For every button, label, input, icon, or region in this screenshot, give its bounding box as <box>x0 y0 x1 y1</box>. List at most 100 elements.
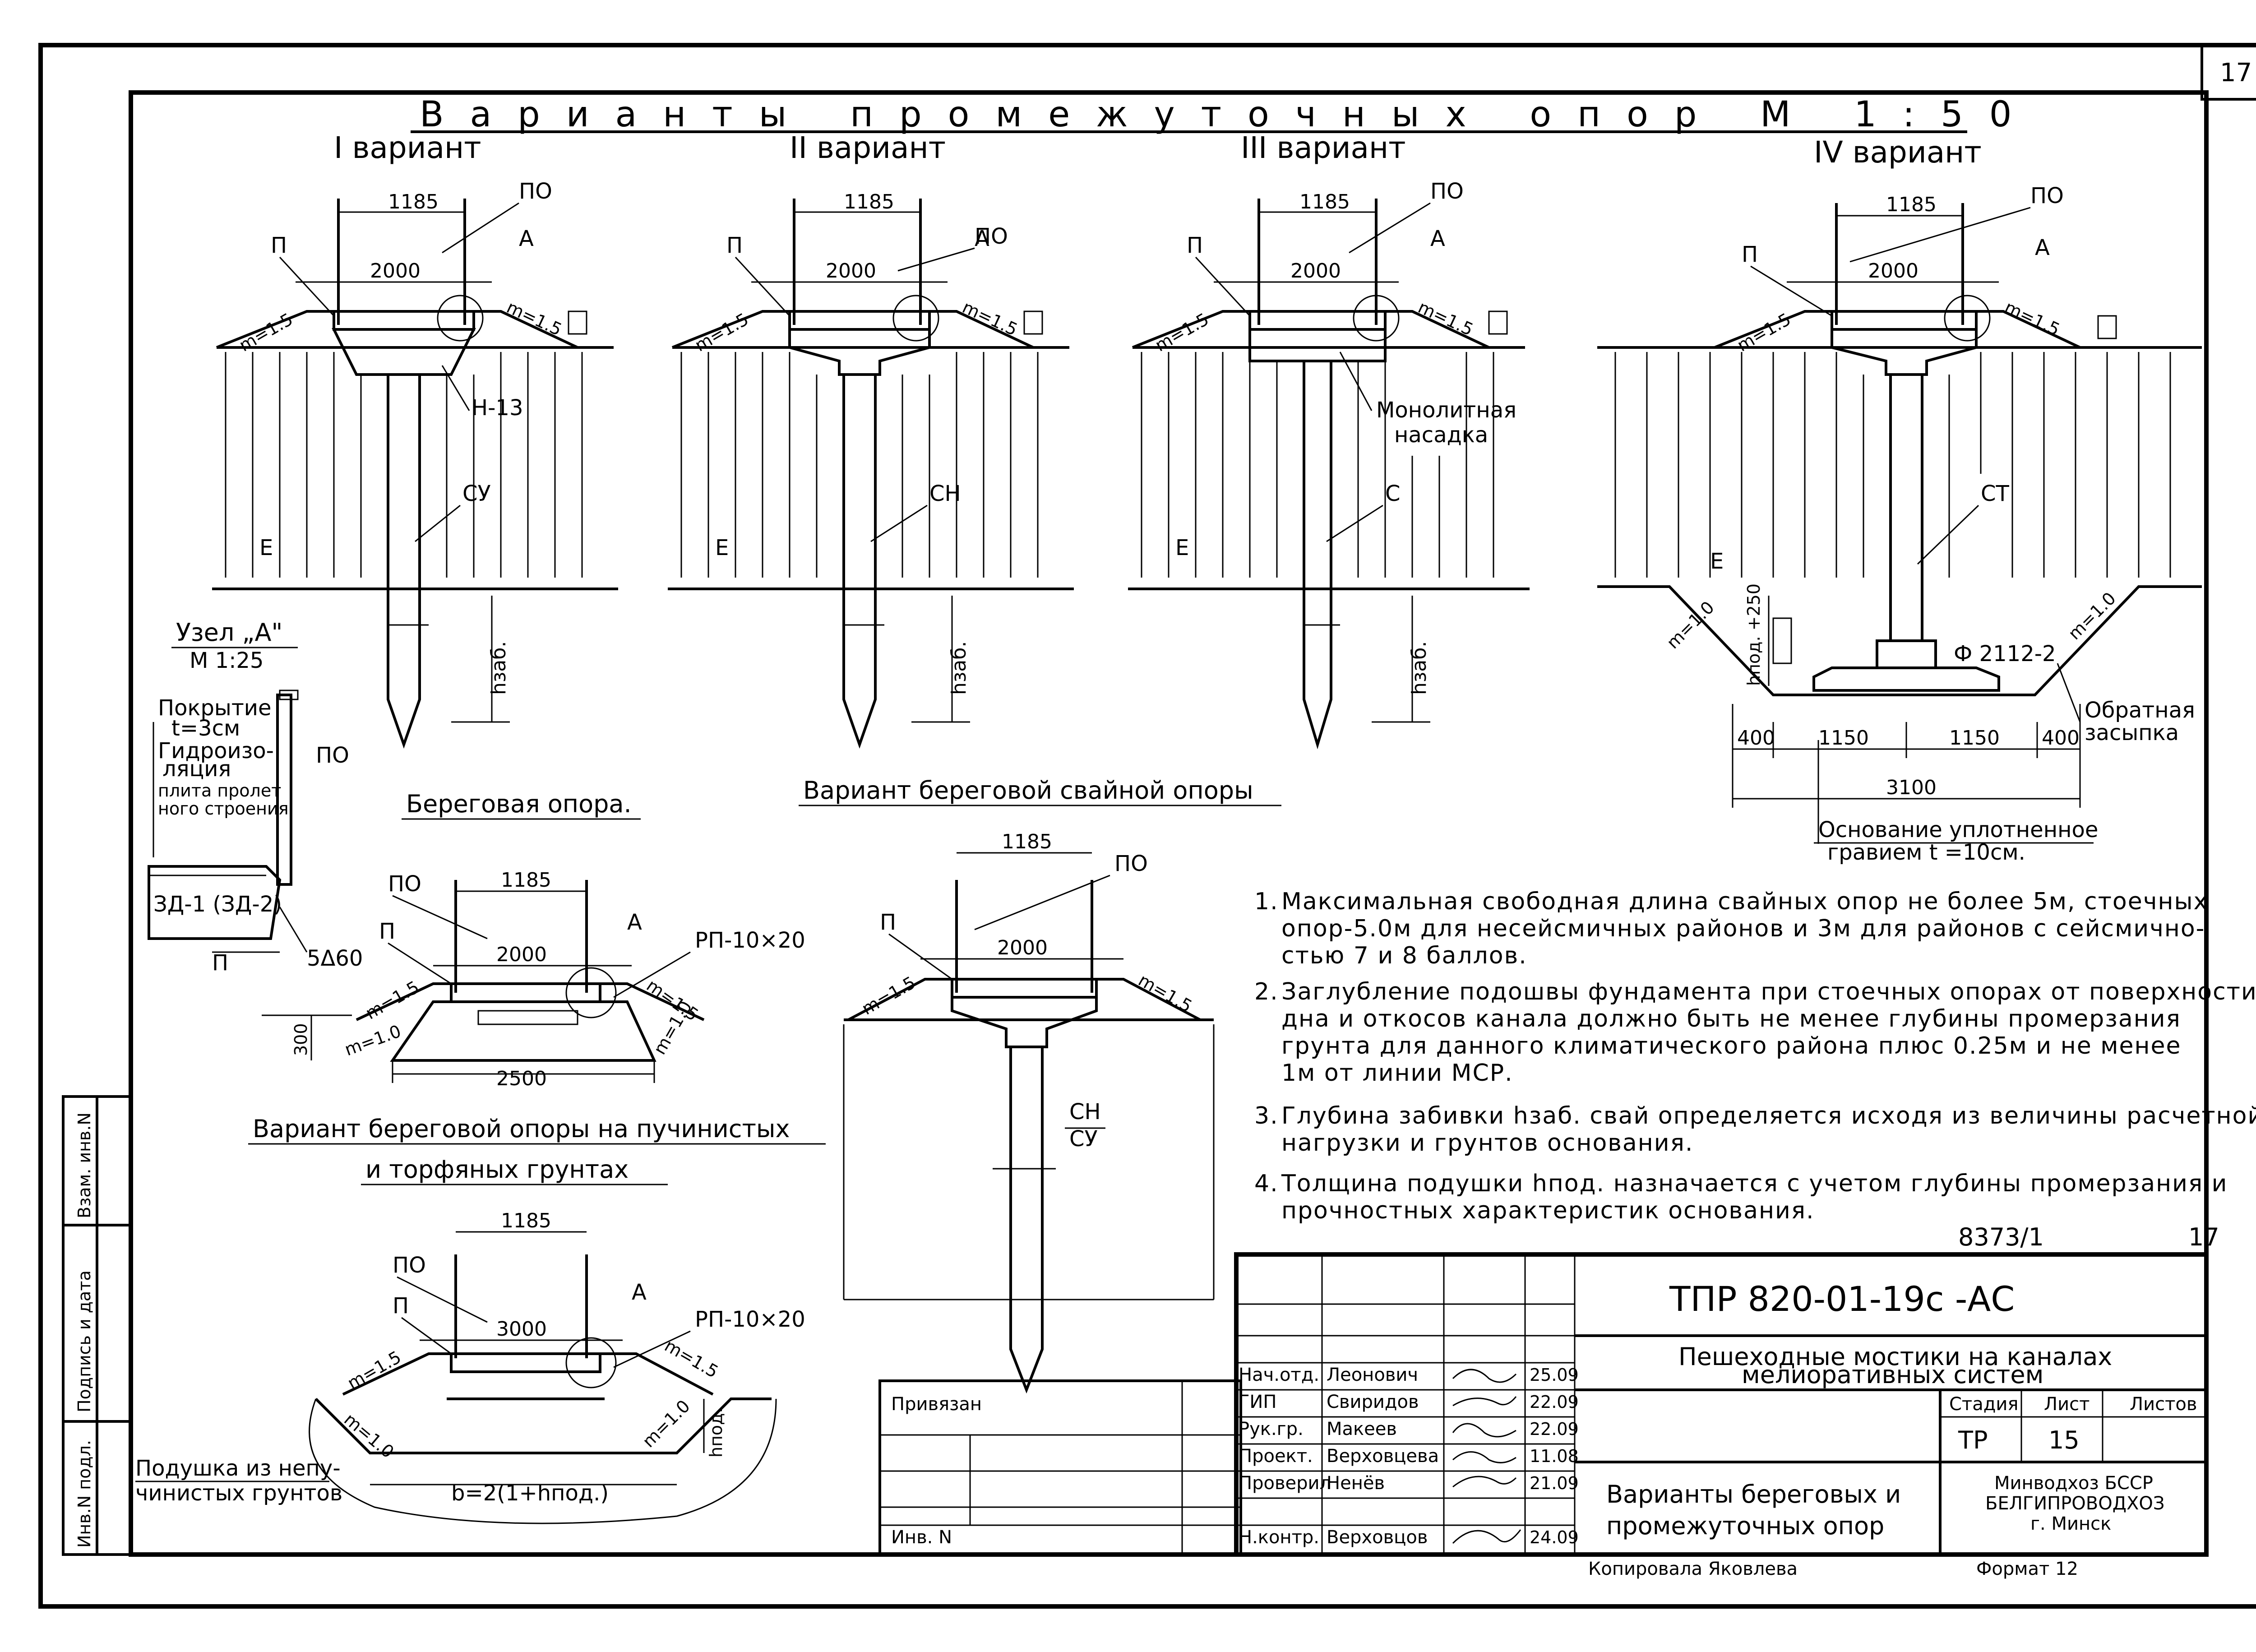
note-2-num: 2. <box>1254 978 1279 1005</box>
variant-1-dim-width: 2000 <box>370 259 421 282</box>
title-sheet: 15 <box>2048 1426 2080 1454</box>
staff-date-3: 22.09 <box>1530 1419 1579 1439</box>
variant-2-slope-right: m=1.5 <box>959 297 1021 340</box>
shore-heave-pad-height: hпод. <box>706 1407 726 1458</box>
variant-2-label-po: ПО <box>975 224 1008 249</box>
variant-1-label-a: А <box>519 226 534 251</box>
variant-4-foundation-label: Ф 2112-2 <box>1954 641 2056 666</box>
title-drawing-1: Варианты береговых и <box>1606 1480 1901 1509</box>
variant-1-cap-label: Н-13 <box>472 395 523 421</box>
sheet-number-box <box>2201 44 2256 101</box>
variant-1-label-p: П <box>271 233 287 258</box>
variant-3-pile-label: С <box>1385 481 1401 506</box>
title-header-sheets: Листов <box>2130 1394 2197 1415</box>
variant-4-backfill-2: засыпка <box>2085 720 2179 745</box>
variant-3: III вариант 1185 ПО П А 2000 m=1.5 m=1.5… <box>1128 130 1530 750</box>
variant-4-ground: Е <box>1710 549 1724 574</box>
variant-3-slope-right: m=1.5 <box>1415 297 1476 340</box>
shore-heave-label-a: А <box>632 1280 647 1305</box>
note-1-line-2: опор-5.0м для несейсмичных районов и 3м … <box>1281 915 2205 942</box>
shore-pile-2: СУ <box>1069 1126 1098 1152</box>
node-a-line-4: ляция <box>162 756 231 782</box>
variant-4-dim-3: 1150 <box>1949 727 2000 750</box>
variant-3-cap-label-2: насадка <box>1394 422 1488 448</box>
signature-2 <box>1452 1396 1517 1407</box>
variant-4-label-p: П <box>1742 242 1758 267</box>
staff-name-2: Свиридов <box>1327 1392 1419 1412</box>
variant-3-depth: hзаб. <box>1408 641 1431 695</box>
shore-title: Береговая опора. <box>406 790 632 818</box>
shore-pile-label-p: П <box>880 910 896 935</box>
bind-label: Привязан <box>891 1394 982 1415</box>
variant-4-dim-2: 1150 <box>1818 727 1869 750</box>
side-stamp-sign: Подпись и дата <box>74 1270 94 1412</box>
shore-heave-pad-label-2: чинистых грунтов <box>135 1481 342 1506</box>
variant-4-label-po: ПО <box>2030 183 2064 208</box>
signature-1 <box>1452 1369 1517 1383</box>
title-stage: ТР <box>1958 1426 1988 1454</box>
side-stamp-inv: Инв.N подл. <box>74 1440 94 1548</box>
variant-2-label-p: П <box>726 233 743 258</box>
shore-label-po: ПО <box>388 871 421 897</box>
title-project-1: Пешеходные мостики на каналах <box>1678 1342 2112 1371</box>
variant-4-label: IV вариант <box>1814 135 1982 170</box>
title-org-2: БЕЛГИПРОВОДХОЗ <box>1985 1493 2165 1514</box>
staff-name-6: Верховцов <box>1327 1527 1428 1548</box>
staff-date-2: 22.09 <box>1530 1392 1579 1412</box>
note-2-line-1: Заглубление подошвы фундамента при стоеч… <box>1281 978 2256 1005</box>
shore-heave-title-1: Вариант береговой опоры на пучинистых <box>253 1115 790 1143</box>
staff-role-2: ГИП <box>1239 1392 1276 1412</box>
note-1-num: 1. <box>1254 888 1279 915</box>
node-a-line-2: t=3см <box>171 716 240 741</box>
variant-1-slope-right: m=1.5 <box>504 297 565 340</box>
staff-name-3: Макеев <box>1327 1419 1397 1439</box>
side-stamp: Инв.N подл. Подпись и дата Взам. инв.N <box>62 1095 132 1556</box>
node-a-line-1: Покрытие <box>158 695 272 721</box>
title-block: ТПР 820-01-19с -АС Пешеходные мостики на… <box>1234 1252 2209 1557</box>
variant-4-backfill-1: Обратная <box>2085 698 2195 723</box>
title-project-2: мелиоративных систем <box>1742 1360 2043 1389</box>
signature-4 <box>1452 1451 1516 1463</box>
title-org-3: г. Минск <box>2030 1513 2111 1534</box>
variant-1: I вариант 1185 ПО П А 2000 m=1.5 m=1.5 Н… <box>212 130 618 749</box>
staff-date-5: 21.09 <box>1530 1473 1579 1493</box>
variant-4-dim-width: 2000 <box>1868 259 1919 282</box>
copied-by: Копировала Яковлева <box>1588 1559 1798 1579</box>
variant-2-label: II вариант <box>790 130 946 165</box>
staff-role-1: Нач.отд. <box>1239 1365 1319 1385</box>
variant-2-ground: Е <box>715 535 729 560</box>
shore-heave-dim-width: 3000 <box>496 1318 547 1341</box>
variant-3-ground: Е <box>1175 535 1189 560</box>
shore-heave-dim-top: 1185 <box>501 1209 551 1232</box>
shore-slope-left: m=1.5 <box>362 977 423 1023</box>
variant-4-dim-top: 1185 <box>1886 193 1937 216</box>
shore-pile-slope-left: m=1.5 <box>859 972 919 1019</box>
node-a-scale: М 1:25 <box>190 648 264 673</box>
variant-2-depth: hзаб. <box>948 641 971 695</box>
note-1-line-3: стью 7 и 8 баллов. <box>1281 942 1527 969</box>
variant-4-slope-right: m=1.5 <box>2002 297 2063 340</box>
title-drawing-2: промежуточных опор <box>1606 1512 1884 1540</box>
variant-4-slope-bottom-left: m=1.0 <box>1663 597 1718 653</box>
variant-3-label-po: ПО <box>1430 179 1464 204</box>
note-3-line-2: нагрузки и грунтов основания. <box>1281 1129 1693 1157</box>
variant-1-label: I вариант <box>334 130 481 165</box>
variant-2-label-a: А <box>975 226 989 251</box>
variant-4-base-1: Основание уплотненное <box>1818 817 2098 842</box>
page-title: Варианты промежуточных опор М 1:50 <box>420 94 2038 135</box>
bind-block: Привязан Инв. N <box>878 1379 1242 1556</box>
variant-2-dim-width: 2000 <box>826 259 876 282</box>
variant-3-cap-label-1: Монолитная <box>1376 398 1516 423</box>
shore-pile-1: СН <box>1069 1099 1101 1124</box>
variant-4-pad-label: hпод. +250 <box>1744 583 1764 686</box>
variant-4-dim-total: 3100 <box>1886 776 1937 799</box>
shore-pile-dim-width: 2000 <box>997 936 1048 959</box>
page-note: 17 <box>2188 1223 2219 1251</box>
shore-heave-slope-right: m=1.5 <box>661 1336 722 1382</box>
shore-slope-bottom-left: m=1.0 <box>342 1021 404 1060</box>
shore-pile-title: Вариант береговой свайной опоры <box>803 776 1253 805</box>
staff-date-1: 25.09 <box>1530 1365 1579 1385</box>
variant-4: IV вариант 1185 ПО П А 2000 m=1.5 m=1.5 … <box>1597 135 2202 865</box>
variant-2: II вариант 1185 ПО П А 2000 m=1.5 m=1.5 … <box>668 130 1074 749</box>
